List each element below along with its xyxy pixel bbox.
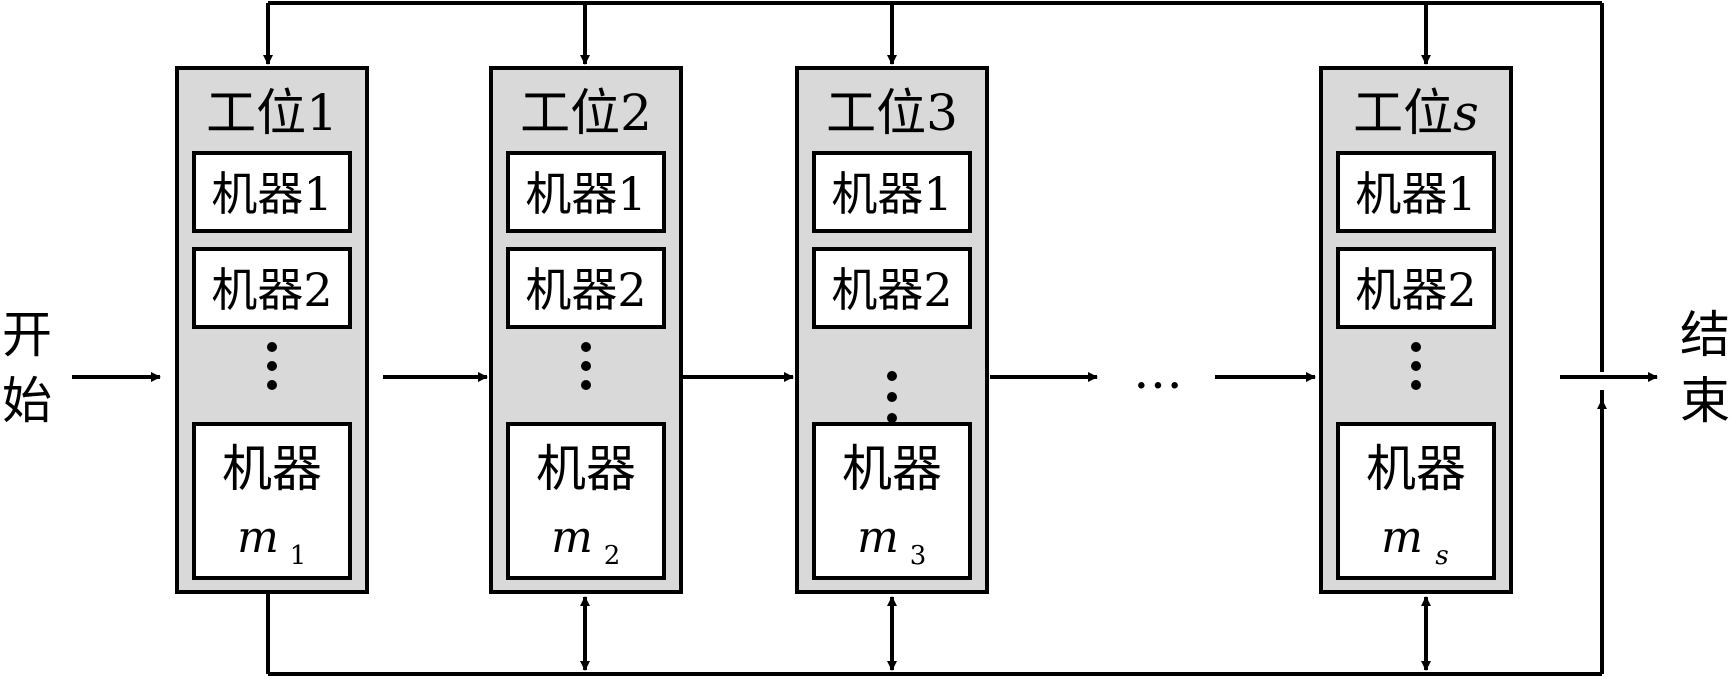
machine-2-label: 机器2: [211, 263, 332, 317]
vertical-dot: [1411, 361, 1421, 371]
machine-1-box: [506, 151, 666, 233]
vertical-dot: [267, 361, 277, 371]
vertical-dot: [1411, 380, 1421, 390]
machine-2-box: [192, 247, 352, 329]
machine-2-label: 机器2: [525, 263, 646, 317]
machine-last-symbol: m: [1381, 512, 1423, 563]
start-node: 开 始: [2, 306, 52, 430]
vertical-dot: [581, 342, 591, 352]
station-title: 工位1: [206, 84, 338, 142]
machine-1-label: 机器1: [211, 167, 332, 221]
machine-last-label: 机器: [1366, 440, 1466, 498]
station-title: 工位3: [826, 84, 958, 142]
vertical-dot: [1411, 342, 1421, 352]
vertical-dot: [887, 371, 897, 381]
machine-2-box: [506, 247, 666, 329]
machine-1-label: 机器1: [525, 167, 646, 221]
machine-last-label: 机器: [842, 440, 942, 498]
machine-last-label: 机器: [536, 440, 636, 498]
machine-1-label: 机器1: [1355, 167, 1476, 221]
machine-last-box: [192, 422, 352, 580]
ellipsis: …: [1133, 342, 1183, 400]
svg-text:结: 结: [1680, 306, 1730, 364]
vertical-dot: [267, 342, 277, 352]
machine-last-subscript: 1: [290, 541, 307, 571]
vertical-dot: [887, 392, 897, 402]
vertical-dot: [267, 380, 277, 390]
machine-1-box: [812, 151, 972, 233]
flow-arrows: [72, 372, 1658, 440]
svg-text:始: 始: [2, 372, 52, 430]
machine-last-subscript: s: [1435, 541, 1448, 571]
machine-1-box: [192, 151, 352, 233]
machine-2-box: [1336, 247, 1496, 329]
vertical-dot: [581, 361, 591, 371]
vertical-dot: [581, 380, 591, 390]
machine-last-subscript: 2: [604, 541, 621, 571]
machine-1-box: [1336, 151, 1496, 233]
machine-last-symbol: m: [237, 512, 279, 563]
machine-last-box: [506, 422, 666, 580]
vertical-dot: [887, 413, 897, 423]
machine-2-label: 机器2: [831, 263, 952, 317]
station-title: 工位2: [520, 84, 652, 142]
machine-last-symbol: m: [857, 512, 899, 563]
station-title: 工位s: [1353, 84, 1479, 142]
svg-text:开: 开: [2, 306, 52, 364]
machine-2-label: 机器2: [1355, 263, 1476, 317]
machine-last-symbol: m: [551, 512, 593, 563]
machine-2-box: [812, 247, 972, 329]
machine-last-subscript: 3: [910, 541, 927, 571]
machine-last-label: 机器: [222, 440, 322, 498]
machine-1-label: 机器1: [831, 167, 952, 221]
top-bus: [268, 1, 1604, 372]
svg-text:束: 束: [1680, 372, 1730, 430]
end-node: 结 束: [1680, 306, 1730, 430]
machine-last-box: [812, 422, 972, 580]
machine-last-box: [1336, 422, 1496, 580]
